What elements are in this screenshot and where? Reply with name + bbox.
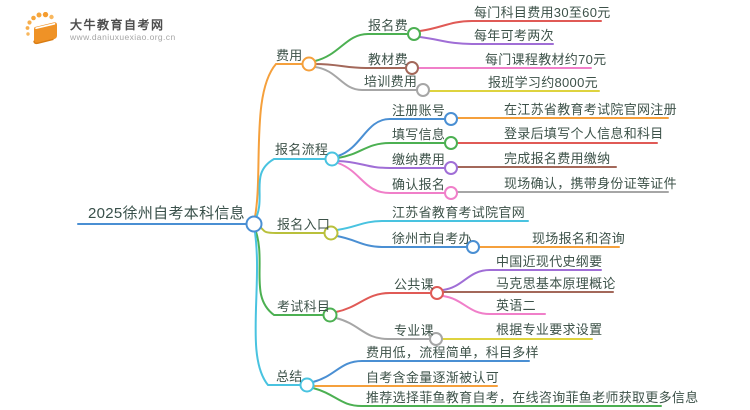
edge-public-courses xyxy=(335,292,431,313)
edge-summary-point-1 xyxy=(312,360,530,383)
edge-pay-fee xyxy=(337,160,446,169)
node-english2[interactable]: 英语二 xyxy=(496,298,536,313)
node-pay-fee[interactable]: 缴纳费用 xyxy=(392,152,446,167)
node-twice-per-year[interactable]: 每年可考两次 xyxy=(474,28,554,43)
node-training-cost[interactable]: 报班学习约8000元 xyxy=(488,75,598,90)
edge-training-fee xyxy=(314,66,417,91)
node-summary-point-2[interactable]: 自考含金量逐渐被认可 xyxy=(366,370,500,385)
node-summary-point-1[interactable]: 费用低，流程简单，科目多样 xyxy=(366,345,539,360)
handle-summary[interactable] xyxy=(299,377,315,393)
node-entrance[interactable]: 报名入口 xyxy=(277,217,331,232)
handle-textbook-fee[interactable] xyxy=(405,61,419,75)
edge-xuzhou-office xyxy=(336,235,468,248)
book-sun-icon xyxy=(25,12,57,45)
node-xuzhou-office[interactable]: 徐州市自考办 xyxy=(392,231,472,246)
node-onsite-consult[interactable]: 现场报名和咨询 xyxy=(532,231,626,246)
node-pay-fee-detail[interactable]: 完成报名费用缴纳 xyxy=(504,151,611,166)
edge-fees xyxy=(253,63,303,223)
node-summary-point-3[interactable]: 推荐选择菲鱼教育自考，在线咨询菲鱼老师获取更多信息 xyxy=(366,390,699,405)
handle-xuzhou-office[interactable] xyxy=(466,240,480,254)
node-fill-info-detail[interactable]: 登录后填写个人信息和科目 xyxy=(504,126,664,141)
edge-english2 xyxy=(442,295,546,315)
handle-confirm[interactable] xyxy=(444,186,458,200)
node-major-courses[interactable]: 专业课 xyxy=(394,323,434,338)
handle-major-courses[interactable] xyxy=(429,332,443,346)
handle-process[interactable] xyxy=(324,151,340,167)
edge-modern-history xyxy=(442,269,602,291)
node-fill-info[interactable]: 填写信息 xyxy=(392,127,446,142)
node-textbook-cost[interactable]: 每门课程教材约70元 xyxy=(485,52,607,67)
handle-registration-fee[interactable] xyxy=(407,27,421,41)
node-fees[interactable]: 费用 xyxy=(276,48,303,63)
handle-pay-fee[interactable] xyxy=(444,161,458,175)
node-textbook-fee[interactable]: 教材费 xyxy=(368,52,408,67)
node-major-setting[interactable]: 根据专业要求设置 xyxy=(496,322,603,337)
edge-subjects xyxy=(253,225,324,316)
edge-fee-per-subject xyxy=(419,20,602,32)
node-confirm-detail[interactable]: 现场确认，携带身份证等证件 xyxy=(504,176,677,191)
edge-summary-point-3 xyxy=(312,387,662,407)
edge-confirm xyxy=(337,162,446,194)
edge-register-account xyxy=(337,118,446,157)
edge-jiangsu-site xyxy=(336,220,529,231)
node-fee-per-subject[interactable]: 每门科目费用30至60元 xyxy=(474,5,611,20)
edge-twice-per-year xyxy=(419,36,554,45)
edge-summary xyxy=(253,225,301,386)
edge-process xyxy=(253,158,326,223)
node-subjects[interactable]: 考试科目 xyxy=(277,299,331,314)
node-summary[interactable]: 总结 xyxy=(276,369,303,384)
node-process[interactable]: 报名流程 xyxy=(275,142,329,157)
handle-entrance[interactable] xyxy=(323,225,339,241)
node-modern-history[interactable]: 中国近现代史纲要 xyxy=(496,254,603,269)
handle-subjects[interactable] xyxy=(322,307,338,323)
edge-textbook-fee xyxy=(314,63,407,69)
node-register-account[interactable]: 注册账号 xyxy=(392,103,446,118)
edge-major-courses xyxy=(335,317,430,340)
site-name: 大牛教育自考网 xyxy=(70,18,165,32)
node-marxism[interactable]: 马克思基本原理概论 xyxy=(496,276,616,291)
node-jiangsu-site[interactable]: 江苏省教育考试院官网 xyxy=(392,205,526,220)
node-registration-fee[interactable]: 报名费 xyxy=(368,18,408,33)
edge-fill-info xyxy=(337,142,446,159)
handle-public-courses[interactable] xyxy=(430,286,444,300)
node-public-courses[interactable]: 公共课 xyxy=(394,277,434,292)
node-training-fee[interactable]: 培训费用 xyxy=(364,74,418,89)
handle-fill-info[interactable] xyxy=(444,136,458,150)
handle-fees[interactable] xyxy=(301,56,317,72)
edge-registration-fee xyxy=(314,33,408,62)
node-confirm[interactable]: 确认报名 xyxy=(392,177,446,192)
handle-root[interactable] xyxy=(245,215,263,233)
node-register-site[interactable]: 在江苏省教育考试院官网注册 xyxy=(504,102,677,117)
site-logo: 大牛教育自考网 www.daniuxuexiao.org.cn xyxy=(24,12,176,50)
handle-register-account[interactable] xyxy=(444,112,458,126)
node-root[interactable]: 2025徐州自考本科信息 xyxy=(88,205,245,222)
handle-training-fee[interactable] xyxy=(416,83,430,97)
site-url: www.daniuxuexiao.org.cn xyxy=(70,32,176,42)
